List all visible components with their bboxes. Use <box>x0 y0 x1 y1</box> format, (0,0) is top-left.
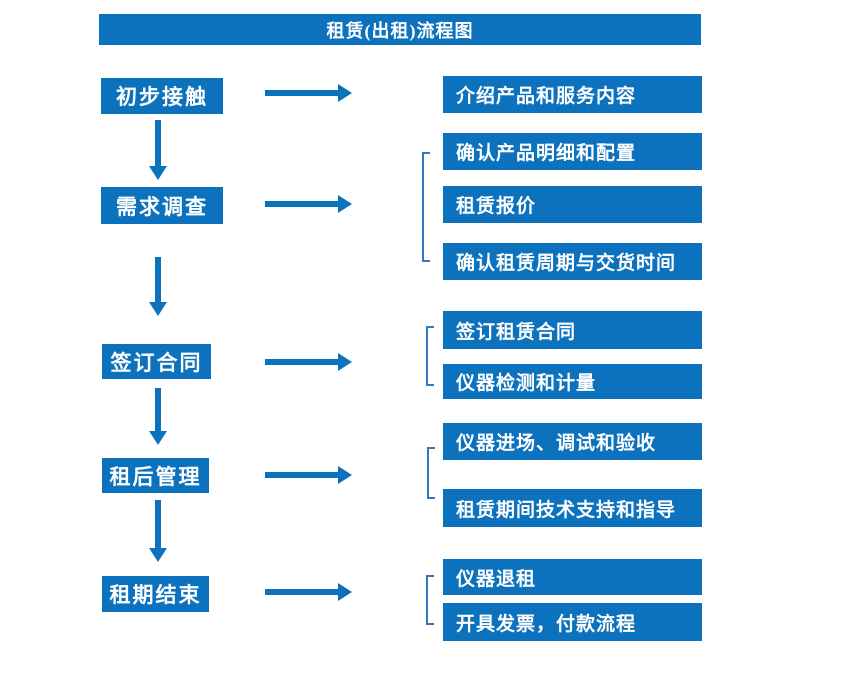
right-arrow-icon-1 <box>265 84 352 102</box>
right-arrow-shaft <box>265 201 339 207</box>
right-arrow-shaft <box>265 589 339 595</box>
down-arrow-icon-4 <box>149 500 167 562</box>
right-arrow-shaft <box>265 359 339 365</box>
detail-box-instrument-return: 仪器退租 <box>443 559 702 595</box>
bracket-icon-sign-contract <box>426 326 434 386</box>
down-arrow-head <box>149 548 167 562</box>
down-arrow-shaft <box>155 388 161 432</box>
flowchart-title: 租赁(出租)流程图 <box>99 14 701 45</box>
detail-box-instrument-entry-acceptance: 仪器进场、调试和验收 <box>443 423 702 460</box>
right-arrow-head <box>338 353 352 371</box>
detail-box-instrument-testing: 仪器检测和计量 <box>443 364 702 399</box>
detail-box-confirm-rental-period: 确认租赁周期与交货时间 <box>443 243 702 280</box>
detail-box-sign-rental-contract: 签订租赁合同 <box>443 311 702 349</box>
step-box-post-rental-management: 租后管理 <box>102 458 209 493</box>
right-arrow-head <box>338 84 352 102</box>
right-arrow-head <box>338 466 352 484</box>
bracket-icon-rental-end <box>426 575 434 625</box>
step-box-initial-contact: 初步接触 <box>101 78 223 114</box>
bracket-icon-post-rental <box>427 447 435 499</box>
step-box-rental-end: 租期结束 <box>102 576 209 612</box>
detail-box-technical-support: 租赁期间技术支持和指导 <box>443 489 702 527</box>
bracket-icon-demand-survey <box>422 152 430 262</box>
detail-box-rental-quote: 租赁报价 <box>443 186 702 223</box>
step-box-sign-contract: 签订合同 <box>102 344 211 379</box>
down-arrow-shaft <box>155 120 161 167</box>
down-arrow-icon-2 <box>149 257 167 316</box>
down-arrow-icon-1 <box>149 120 167 180</box>
down-arrow-head <box>149 166 167 180</box>
down-arrow-shaft <box>155 257 161 303</box>
right-arrow-icon-4 <box>265 466 352 484</box>
right-arrow-icon-2 <box>265 195 352 213</box>
right-arrow-head <box>338 195 352 213</box>
detail-box-introduce-products: 介绍产品和服务内容 <box>443 76 702 113</box>
down-arrow-head <box>149 431 167 445</box>
down-arrow-shaft <box>155 500 161 549</box>
right-arrow-icon-5 <box>265 583 352 601</box>
right-arrow-icon-3 <box>265 353 352 371</box>
detail-box-confirm-product-details: 确认产品明细和配置 <box>443 133 702 170</box>
step-box-demand-survey: 需求调查 <box>101 187 223 224</box>
down-arrow-head <box>149 302 167 316</box>
right-arrow-shaft <box>265 90 339 96</box>
down-arrow-icon-3 <box>149 388 167 445</box>
right-arrow-shaft <box>265 472 339 478</box>
right-arrow-head <box>338 583 352 601</box>
detail-box-invoice-payment: 开具发票，付款流程 <box>443 603 702 641</box>
